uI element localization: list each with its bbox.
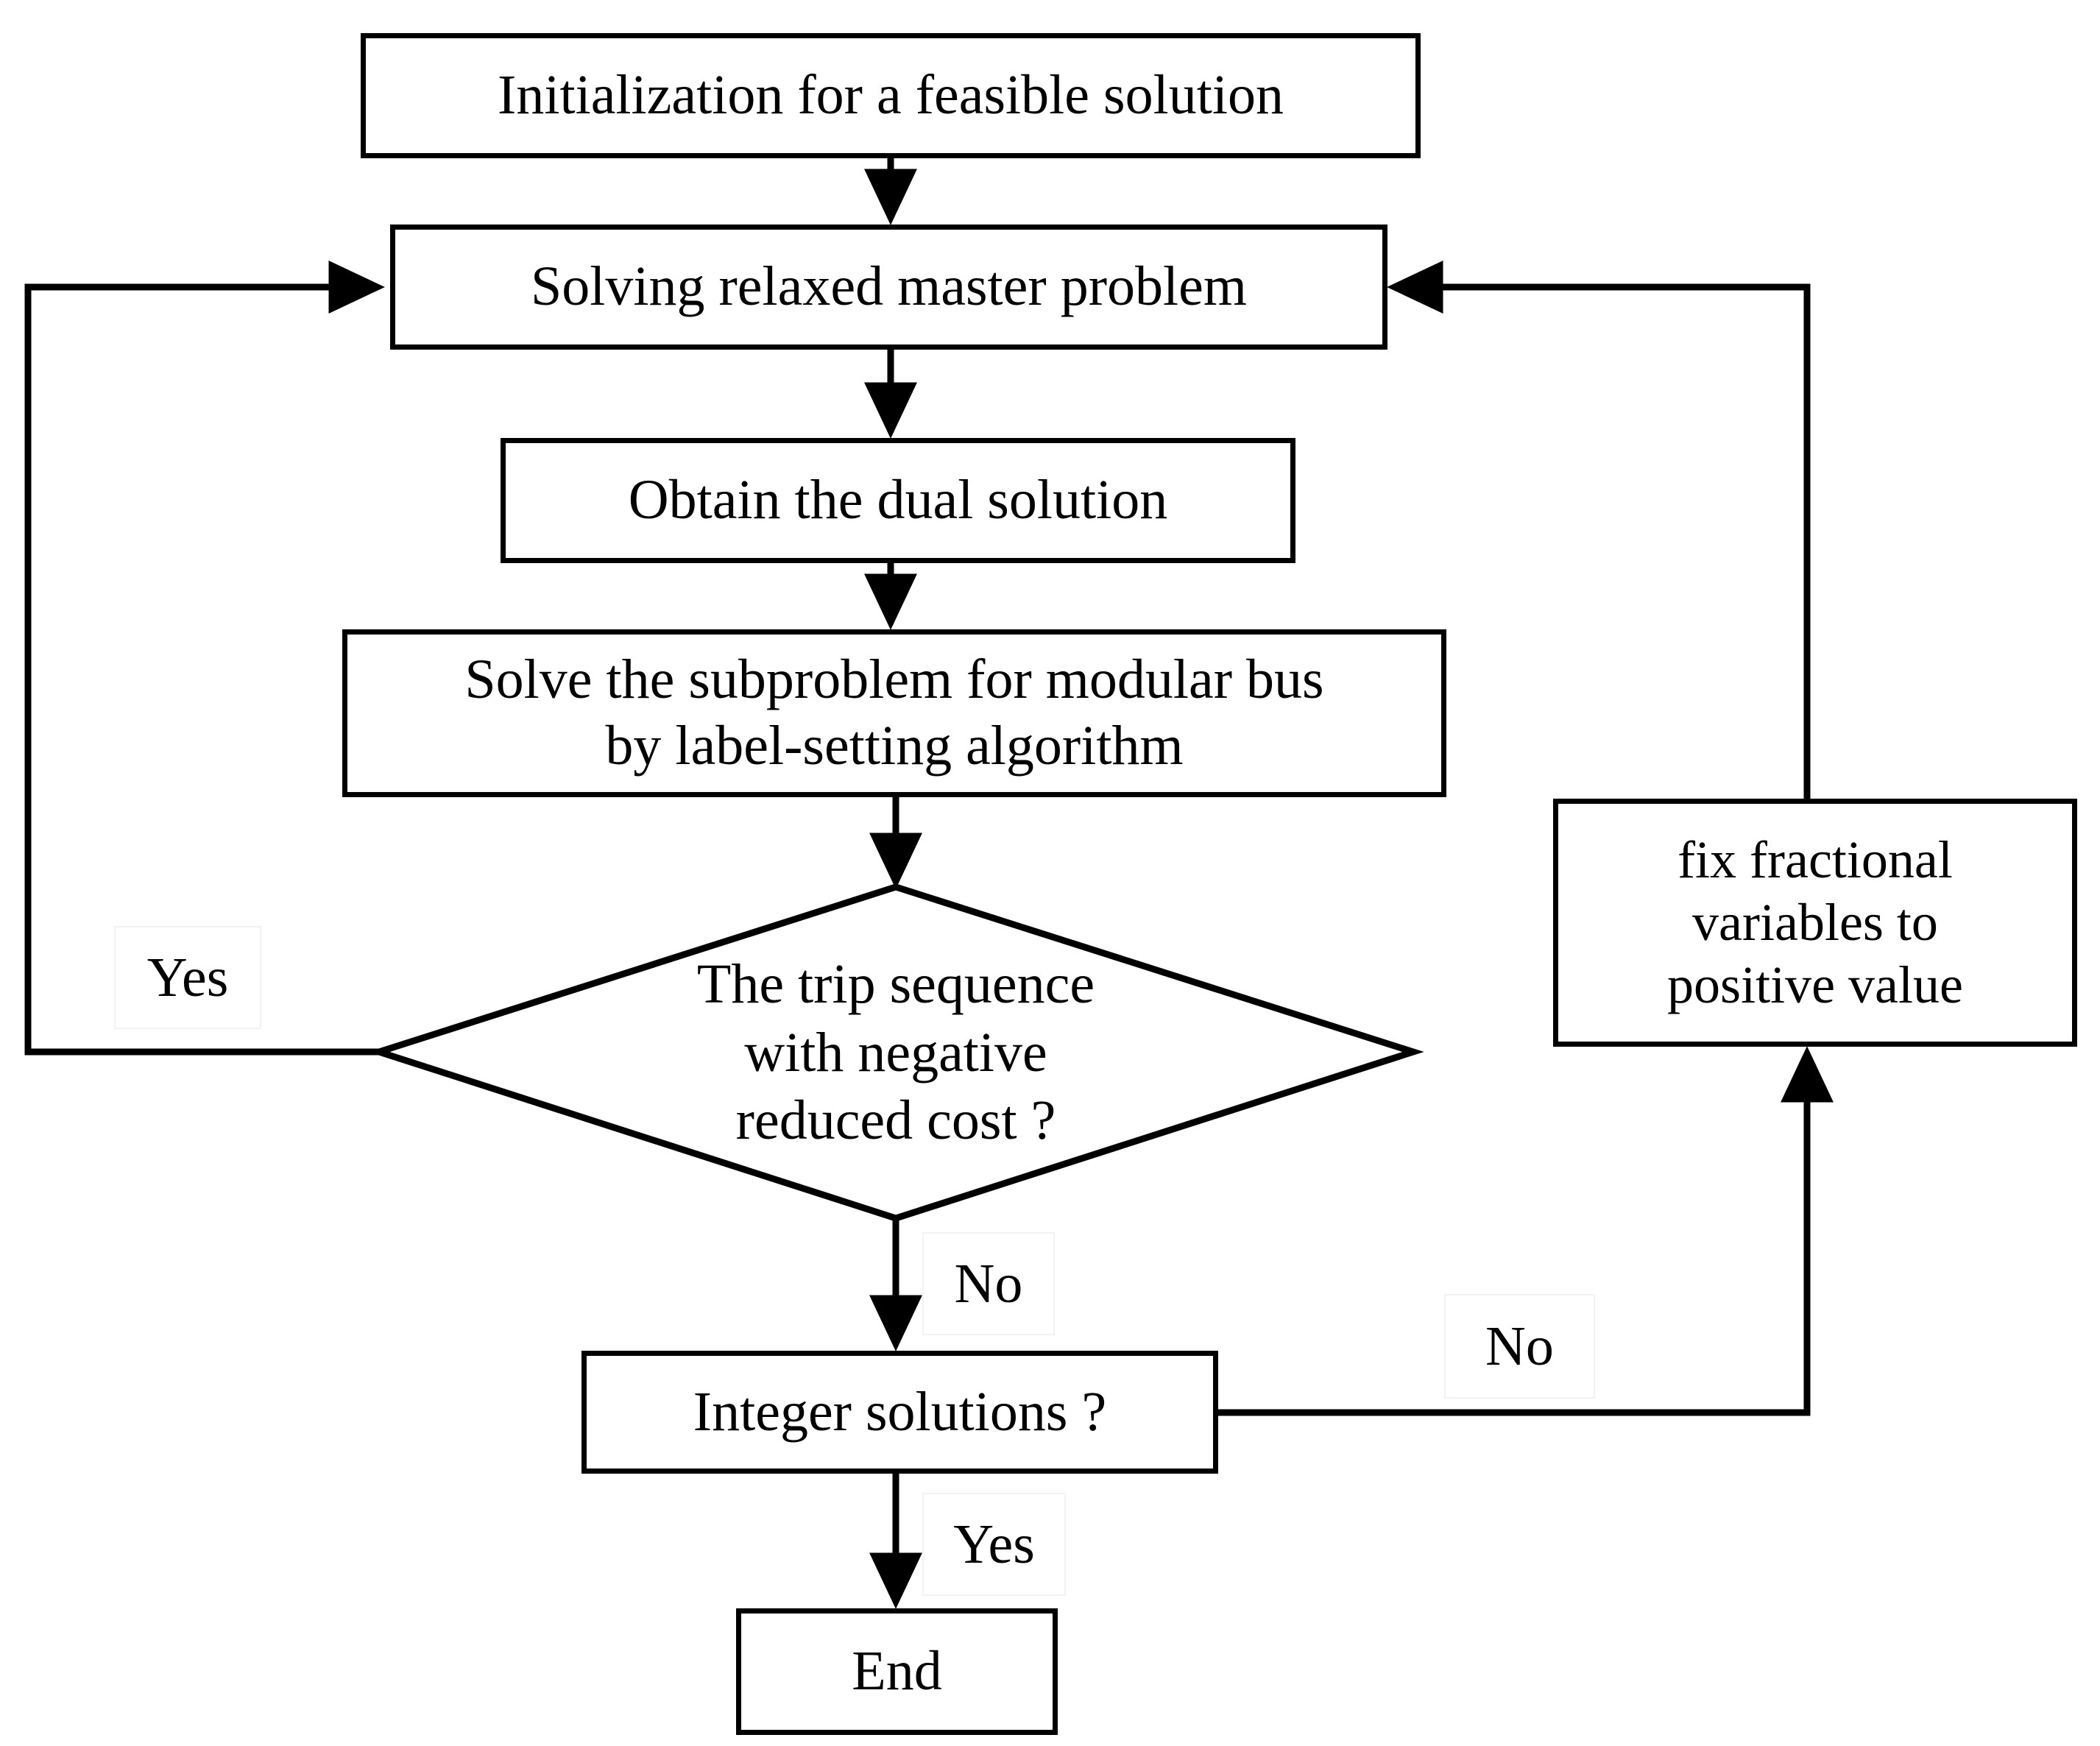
edge-label-no-to-fix-text: No: [1485, 1315, 1554, 1377]
node-initialization-label: Initialization for a feasible solution: [498, 64, 1284, 127]
edge-label-yes-to-master-text: Yes: [146, 946, 229, 1008]
node-integer-solutions-label: Integer solutions ?: [693, 1380, 1107, 1443]
edge-decision-yes-to-master: [24, 261, 385, 1056]
node-solve-subproblem[interactable]: Solve the subproblem for modular bus by …: [342, 629, 1446, 797]
edge-integer-no-to-fix: [1218, 1046, 1834, 1416]
edge-label-no-to-integer-text: No: [954, 1252, 1023, 1315]
node-integer-solutions[interactable]: Integer solutions ?: [581, 1351, 1218, 1474]
node-solving-relaxed-master-problem[interactable]: Solving relaxed master problem: [390, 225, 1387, 350]
node-fix-fractional-variables[interactable]: fix fractional variables to positive val…: [1553, 799, 2077, 1047]
node-end-label: End: [852, 1640, 942, 1703]
node-dual-label: Obtain the dual solution: [628, 469, 1168, 531]
node-initialization[interactable]: Initialization for a feasible solution: [361, 33, 1421, 158]
edge-label-yes-to-end: Yes: [922, 1493, 1066, 1596]
node-fix-fractional-label: fix fractional variables to positive val…: [1667, 830, 1963, 1014]
edge-label-yes-to-master: Yes: [114, 926, 261, 1029]
node-decision-reduced-cost[interactable]: The trip sequence with negative reduced …: [515, 942, 1276, 1163]
edge-label-no-to-integer: No: [922, 1232, 1055, 1335]
node-obtain-dual-solution[interactable]: Obtain the dual solution: [501, 438, 1295, 563]
node-master-label: Solving relaxed master problem: [531, 255, 1247, 318]
edge-label-no-to-fix: No: [1444, 1294, 1595, 1399]
edge-label-yes-to-end-text: Yes: [953, 1513, 1035, 1575]
node-decision-label: The trip sequence with negative reduced …: [696, 952, 1095, 1152]
node-end[interactable]: End: [736, 1608, 1058, 1735]
edge-fix-to-master: [1387, 261, 1811, 799]
node-subproblem-label: Solve the subproblem for modular bus by …: [464, 648, 1324, 777]
